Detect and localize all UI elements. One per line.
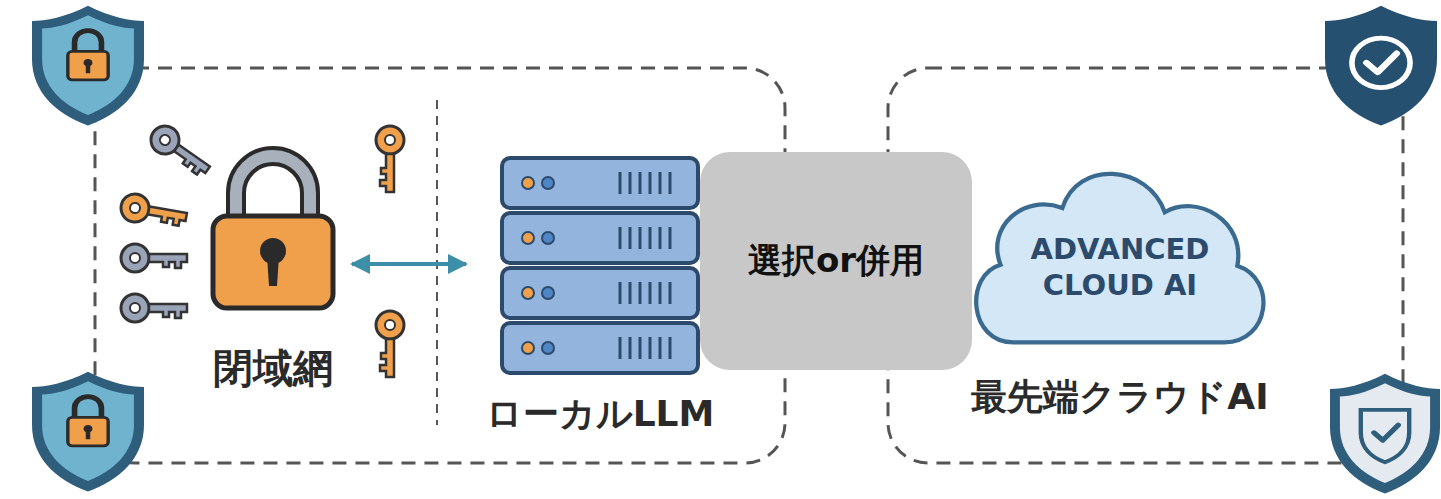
cloud-node: ADVANCED CLOUD AI 最先端クラウドAI: [960, 145, 1280, 422]
choice-label: 選択or併用: [748, 238, 924, 284]
cloud-text: ADVANCED CLOUD AI: [1025, 231, 1215, 304]
server-icon: [470, 150, 730, 380]
choice-box: 選択or併用: [700, 152, 972, 370]
node-caption: 最先端クラウドAI: [960, 373, 1280, 422]
cloud-shape: ADVANCED CLOUD AI: [960, 145, 1280, 355]
server-node: ローカルLLM: [470, 150, 730, 439]
padlock-node: 閉域網: [198, 138, 348, 396]
node-caption: 閉域網: [198, 341, 348, 396]
lock-icon: [198, 138, 348, 313]
node-caption: ローカルLLM: [470, 390, 730, 439]
double-arrow: [352, 262, 466, 266]
lock-figure: [198, 138, 348, 313]
server-figure: [470, 150, 730, 380]
